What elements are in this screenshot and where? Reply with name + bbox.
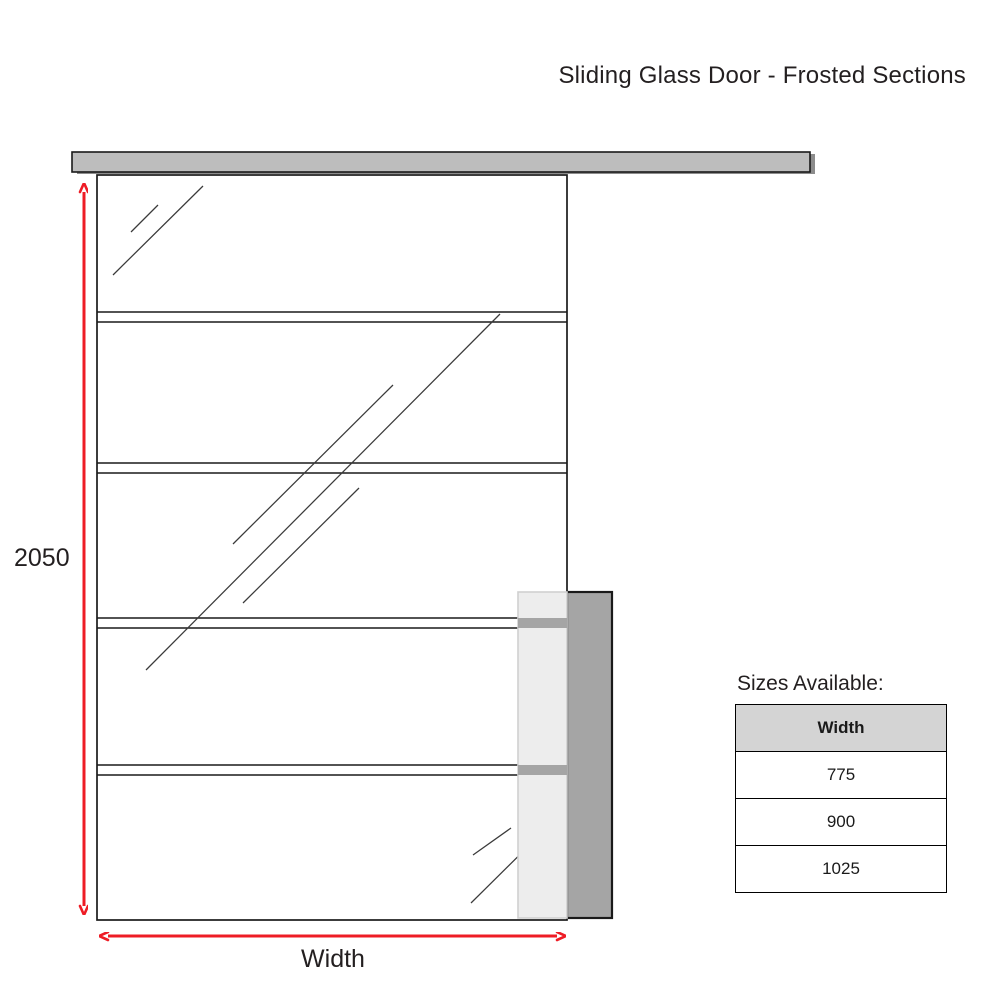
top-rail-body [71, 151, 811, 173]
glass-door-outline [96, 174, 568, 921]
wall-panel-body [565, 590, 614, 920]
table-header-row: Width [735, 704, 947, 752]
frosted-band-1 [97, 311, 567, 323]
frosted-band-3 [97, 617, 567, 629]
door-handle[interactable] [517, 591, 568, 919]
table-cell-width[interactable]: 775 [735, 751, 947, 799]
table-cell-width[interactable]: 1025 [735, 845, 947, 893]
table-row[interactable]: 1025 [735, 845, 947, 893]
height-dimension-label: 2050 [14, 544, 70, 572]
height-dimension: 2050 [14, 192, 84, 906]
glass-door-panel [96, 174, 568, 921]
door-handle-bar-bottom [518, 765, 567, 775]
door-handle-strip[interactable] [517, 591, 568, 919]
width-dimension-label: Width [301, 945, 365, 973]
door-handle-bar-top [518, 618, 567, 628]
table-cell-width[interactable]: 900 [735, 798, 947, 846]
table-header-width: Width [735, 704, 947, 752]
table-row[interactable]: 900 [735, 798, 947, 846]
width-dimension: Width [108, 936, 557, 973]
sizes-table: Width 775 900 1025 [735, 704, 947, 893]
wall-panel [565, 590, 614, 920]
frosted-band-2 [97, 462, 567, 474]
page-title: Sliding Glass Door - Frosted Sections [558, 62, 966, 89]
sizes-available-heading: Sizes Available: [737, 672, 884, 695]
sizes-available-panel: Sizes Available: Width 775 900 1025 [735, 672, 947, 893]
top-rail [71, 151, 815, 174]
glass-reflection-lines [112, 185, 560, 904]
table-row[interactable]: 775 [735, 751, 947, 799]
frosted-band-4 [97, 764, 567, 776]
